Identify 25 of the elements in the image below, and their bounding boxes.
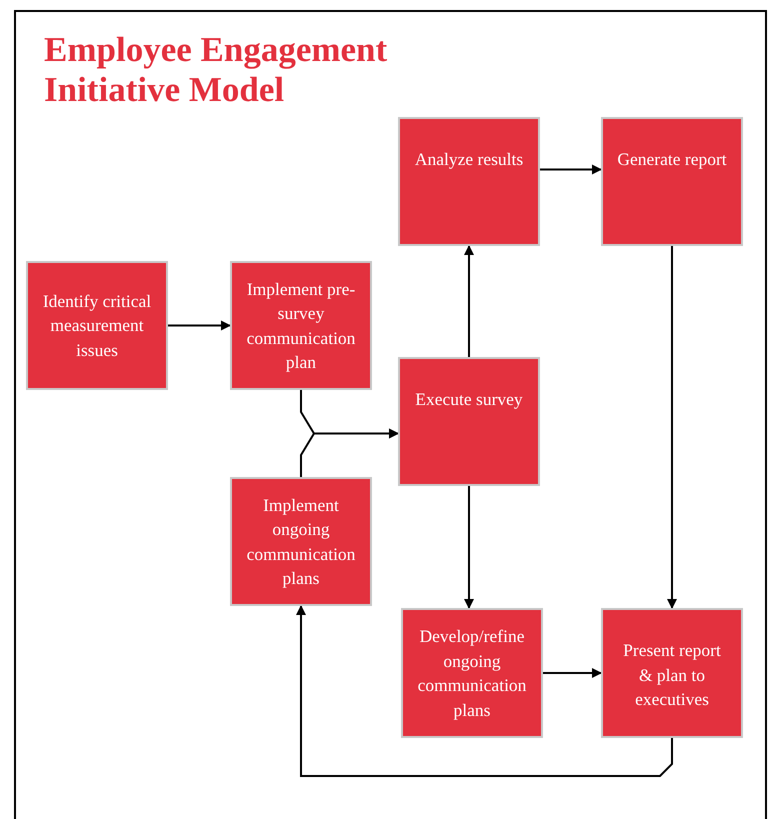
arrow	[540, 164, 602, 174]
arrow	[296, 605, 673, 777]
process-box	[398, 357, 540, 486]
box-label: Develop/refine ongoing communication plans	[416, 625, 528, 722]
process-box	[230, 477, 372, 606]
arrow	[543, 668, 602, 678]
process-box	[401, 608, 543, 738]
box-label: Implement ongoing communication plans	[246, 494, 356, 590]
box-label: Analyze results	[414, 148, 524, 171]
box-label: Execute survey	[415, 388, 523, 411]
arrow	[300, 428, 399, 477]
arrow	[464, 486, 474, 609]
arrow	[667, 246, 677, 609]
process-box	[26, 261, 168, 390]
title: Employee Engagement Initiative Model	[44, 30, 388, 110]
process-box	[230, 261, 372, 390]
process-box	[398, 117, 540, 246]
box-label: Implement pre-survey communication plan	[246, 278, 356, 374]
arrow	[168, 320, 231, 330]
box-label: Generate report	[617, 148, 727, 171]
box-label: Present report & plan to executives	[622, 639, 722, 711]
process-box	[601, 608, 743, 738]
box-label: Identify critical measurement issues	[42, 290, 152, 362]
arrow	[464, 245, 474, 357]
process-box	[601, 117, 743, 246]
